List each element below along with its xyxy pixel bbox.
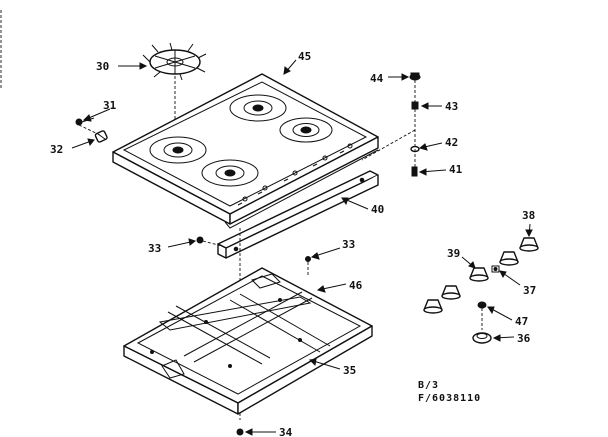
callout-30: 30 [96,60,109,73]
part-knob-d [441,285,461,300]
callout-40: 40 [371,203,384,216]
callout-37: 37 [523,284,536,297]
callout-44: 44 [370,72,384,85]
callout-33-right: 33 [342,238,355,251]
part-43-washer [411,101,419,110]
part-33-screw-right [305,256,311,262]
part-41-spring [411,166,418,177]
callout-42: 42 [445,136,458,149]
callout-46: 46 [349,279,363,292]
reference-line-1: B/3 [418,380,439,391]
callout-33-left: 33 [148,242,161,255]
callout-34: 34 [279,426,293,437]
callout-39: 39 [447,247,460,260]
part-30-burner-cap [142,42,207,81]
callout-43: 43 [445,100,458,113]
leader-arrows [71,59,533,436]
part-knob-b [499,251,519,266]
callout-35: 35 [343,364,356,377]
stack-to-cooktop [361,129,416,161]
callout-45: 45 [298,50,311,63]
callout-38: 38 [522,209,535,222]
part-45-cooktop [112,73,379,229]
callout-41: 41 [449,163,463,176]
callout-31: 31 [103,99,117,112]
part-38-knob [519,237,539,252]
callout-32: 32 [50,143,63,156]
screw-axis-33-left [202,240,223,247]
part-32-clip [94,130,108,143]
part-47-spring-clip [477,301,487,309]
part-36-bezel [472,332,492,344]
part-34-screw [236,428,244,436]
part-31-screw [75,118,83,126]
screw-axis-31 [78,124,101,136]
part-37-insert [491,265,500,273]
reference-line-2: F/6038110 [418,393,481,404]
part-knob-e [423,299,443,314]
part-44-knob-insert [409,72,421,81]
part-40-front-rail [217,170,379,259]
part-33-screw-left [196,236,204,244]
part-39-knob [469,267,489,282]
callout-47: 47 [515,315,528,328]
callout-36: 36 [517,332,531,345]
part-35-base-pan [123,267,373,415]
